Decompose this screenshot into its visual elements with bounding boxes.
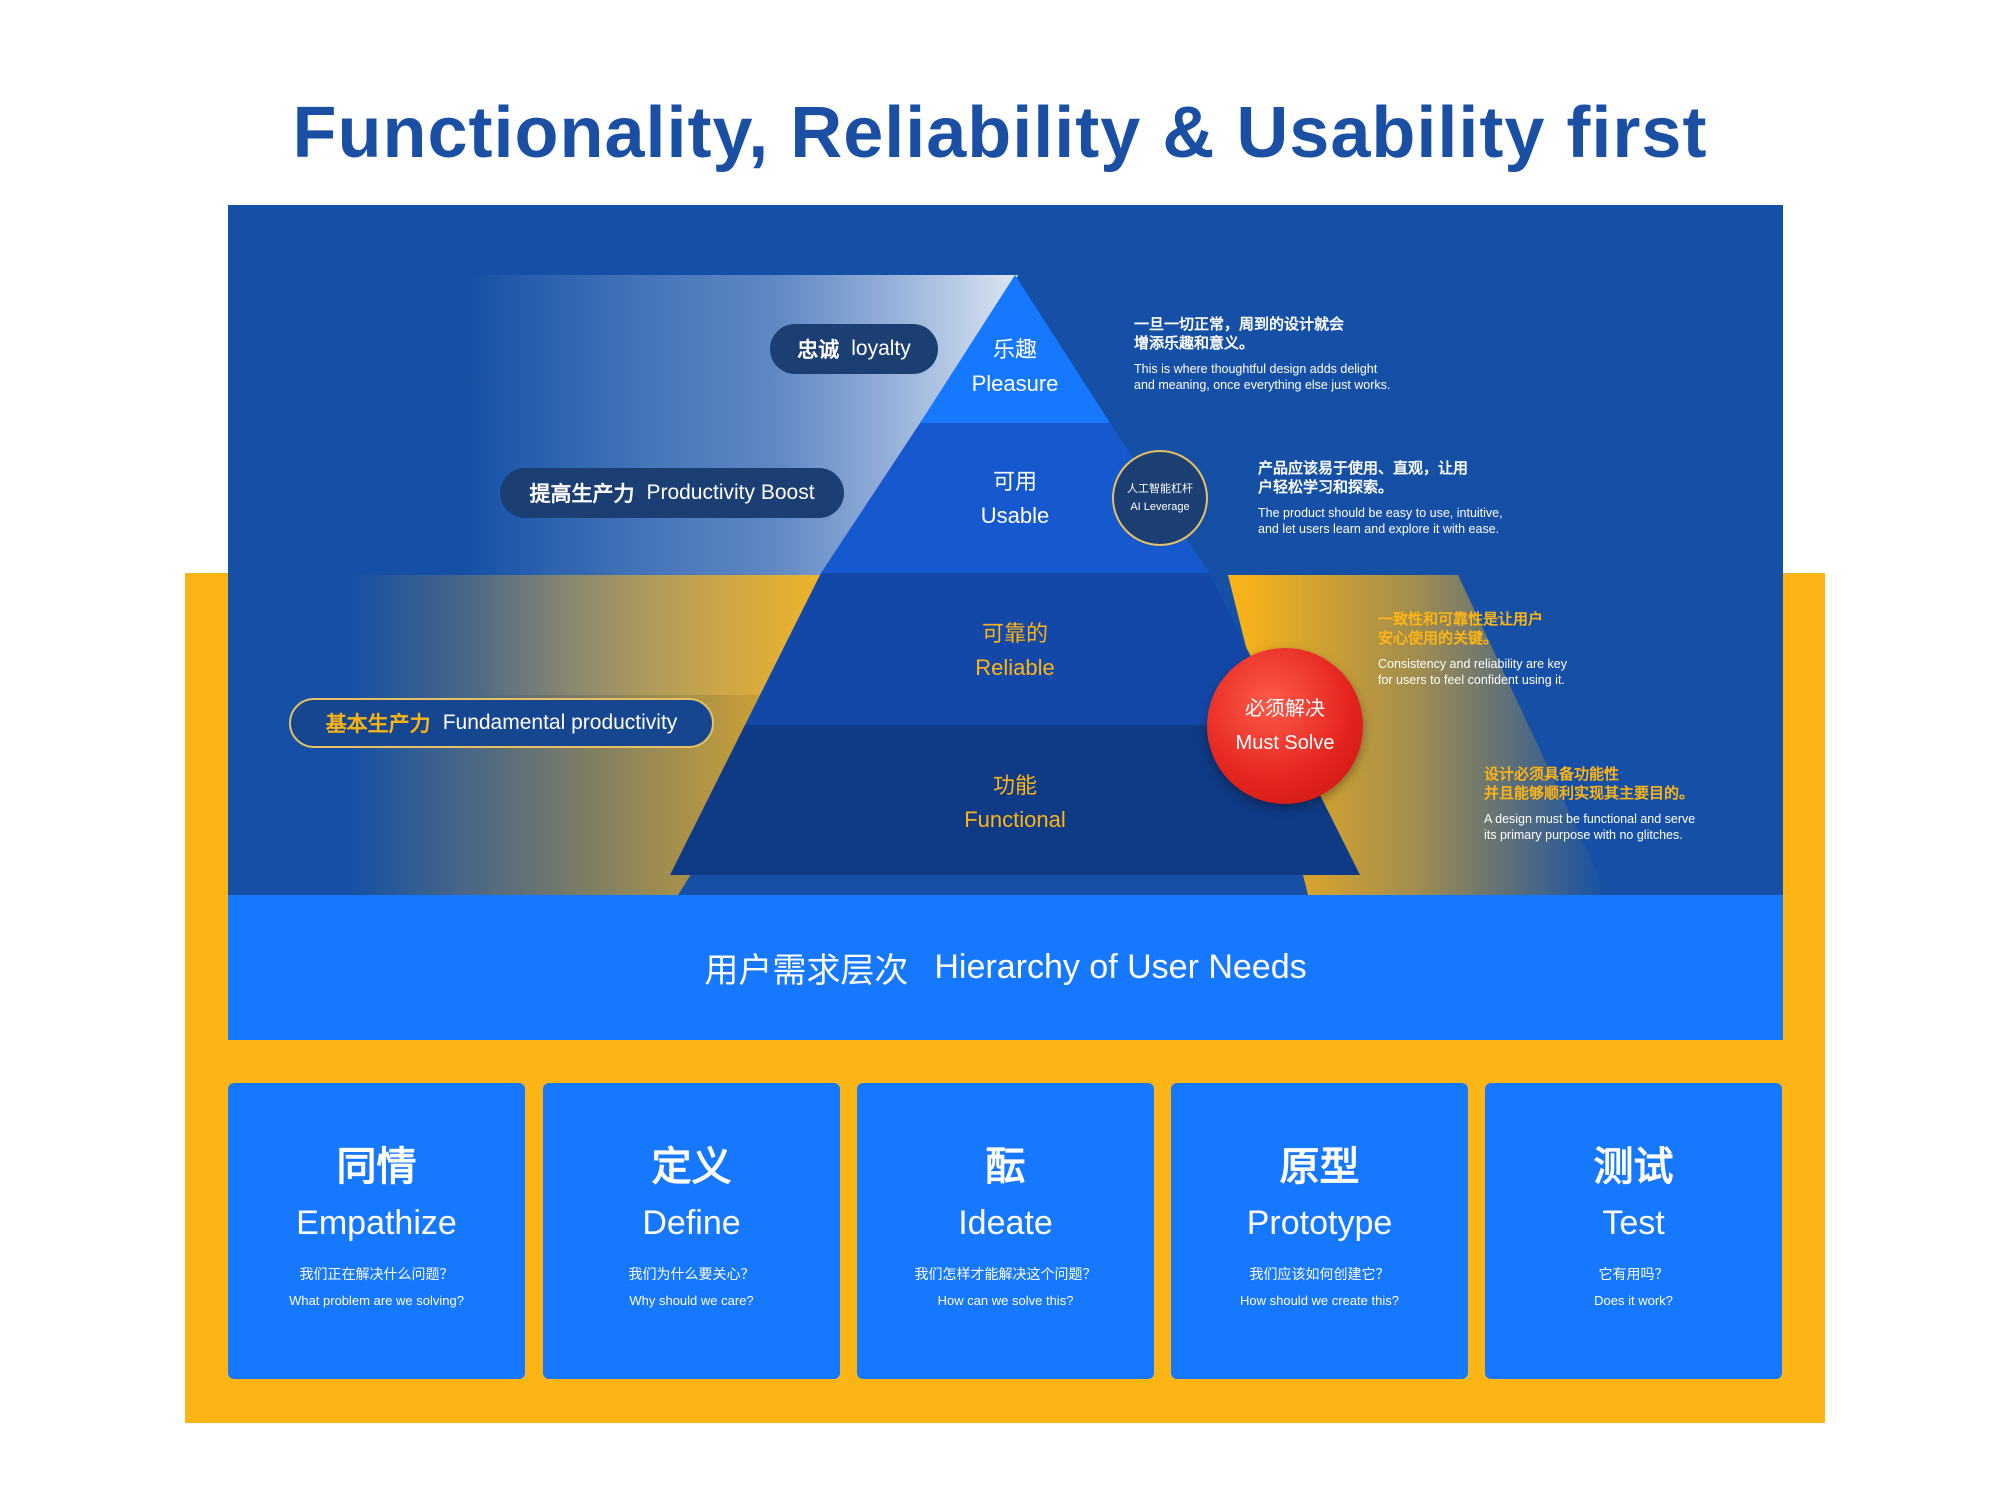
step-card-define: 定义 Define 我们为什么要关心？ Why should we care? [543, 1083, 840, 1379]
page-title: Functionality, Reliability & Usability f… [292, 93, 1708, 173]
note-reliable: 一致性和可靠性是让用户 安心使用的关键。 Consistency and rel… [1378, 611, 1567, 687]
pill-productivity-boost: 提高生产力 Productivity Boost [500, 468, 844, 518]
hierarchy-panel: 乐趣 Pleasure 可用 Usable 可靠的 Reliable 功能 Fu… [228, 205, 1783, 895]
step-card-prototype: 原型 Prototype 我们应该如何创建它？ How should we cr… [1171, 1083, 1468, 1379]
step-card-test: 测试 Test 它有用吗？ Does it work? [1485, 1083, 1782, 1379]
level-reliable-label: 可靠的 Reliable [975, 621, 1055, 680]
step-card-empathize: 同情 Empathize 我们正在解决什么问题？ What problem ar… [228, 1083, 525, 1379]
level-pleasure-label: 乐趣 Pleasure [971, 337, 1059, 396]
level-functional-label: 功能 Functional [964, 773, 1066, 832]
pyramid-level-reliable [745, 573, 1285, 725]
step-card-ideate: 酝 Ideate 我们怎样才能解决这个问题？ How can we solve … [857, 1083, 1154, 1379]
level-usable-label: 可用 Usable [980, 469, 1050, 528]
note-pleasure: 一旦一切正常，周到的设计就会 增添乐趣和意义。 This is where th… [1134, 316, 1391, 392]
banner-title-zh: 用户需求层次 [704, 952, 909, 990]
pyramid-level-pleasure [920, 275, 1110, 423]
pyramid-level-usable [821, 423, 1209, 573]
pill-fundamental-productivity: 基本生产力 Fundamental productivity [289, 698, 714, 748]
banner-title-en: Hierarchy of User Needs [934, 948, 1307, 986]
ai-leverage-badge: 人工智能杠杆 AI Leverage [1112, 450, 1208, 546]
pyramid-level-functional [670, 725, 1360, 875]
note-functional: 设计必须具备功能性 并且能够顺利实现其主要目的。 A design must b… [1484, 766, 1696, 842]
note-usable: 产品应该易于使用、直观，让用 户轻松学习和探索。 The product sho… [1258, 460, 1503, 536]
must-solve-badge: 必须解决 Must Solve [1207, 648, 1363, 804]
hierarchy-banner: 用户需求层次 Hierarchy of User Needs [228, 895, 1783, 1040]
pill-loyalty: 忠诚 loyalty [770, 324, 938, 374]
